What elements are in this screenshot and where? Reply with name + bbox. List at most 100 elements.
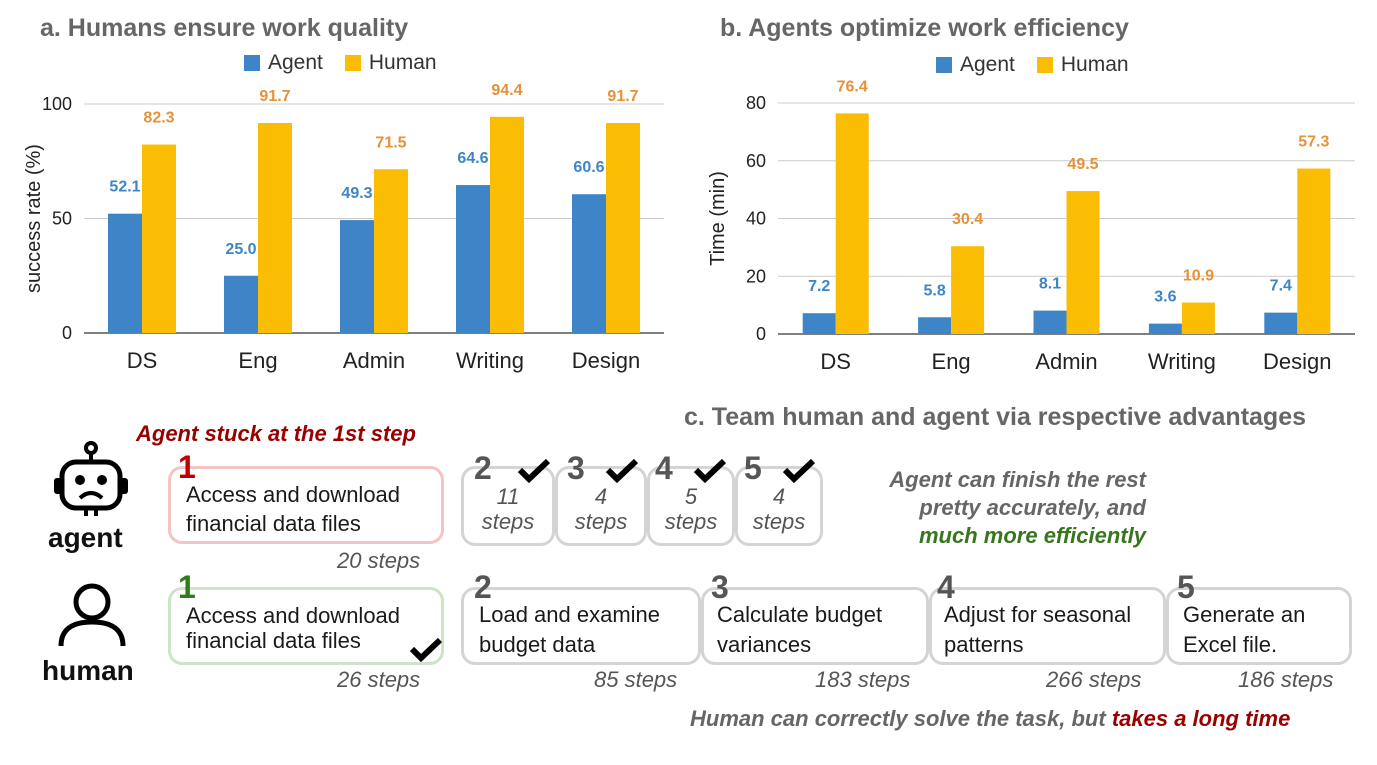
human-step3-number: 3 [711, 569, 729, 605]
legend-human-label: Human [1060, 53, 1129, 76]
x-tick-label: DS [127, 348, 158, 373]
agent-note-line3: much more efficiently [919, 523, 1146, 548]
x-tick-label: Writing [456, 348, 524, 373]
human-step3-card [701, 587, 929, 665]
human-bar [835, 113, 869, 334]
human-bar [1181, 302, 1215, 334]
x-tick-label: Eng [932, 349, 971, 374]
check-icon [409, 637, 443, 662]
agent-bar [572, 194, 606, 333]
human-note: Human can correctly solve the task, but … [690, 706, 1290, 732]
human-data-label: 94.4 [491, 82, 522, 99]
human-step4-line2: patterns [944, 632, 1024, 657]
y-tick-label: 40 [746, 209, 766, 229]
agent-step2-number: 2 [474, 450, 492, 486]
x-tick-label: Writing [1148, 349, 1216, 374]
chart-b-legend: Agent Human [936, 53, 1129, 77]
human-step5-number: 5 [1177, 569, 1195, 605]
agent-bar [1033, 310, 1067, 334]
human-data-label: 57.3 [1298, 134, 1329, 151]
legend-agent-swatch [244, 55, 260, 71]
y-axis-label: success rate (%) [23, 144, 45, 293]
human-step5-card [1166, 587, 1352, 665]
agent-bar [1148, 323, 1182, 334]
legend-human-swatch [344, 55, 361, 71]
agent-step1-line2: financial data files [186, 511, 361, 536]
legend-agent-label: Agent [960, 53, 1015, 76]
agent-step4-card [647, 466, 735, 546]
agent-data-label: 3.6 [1154, 289, 1176, 306]
agent-step3-number: 3 [567, 450, 585, 486]
human-bar [258, 123, 292, 333]
human-bar [1297, 168, 1331, 334]
human-step2-card [461, 587, 701, 665]
chart-a-title: a. Humans ensure work quality [40, 14, 409, 42]
check-icon [693, 458, 727, 483]
human-data-label: 49.5 [1067, 156, 1098, 173]
human-step3-steps: 183 steps [815, 667, 911, 692]
agent-data-label: 49.3 [341, 185, 372, 202]
human-bar [951, 246, 985, 334]
legend-agent-label: Agent [268, 51, 323, 74]
human-step2-steps: 85 steps [594, 667, 678, 692]
agent-step5-count: 4 [772, 484, 786, 509]
legend-human-swatch [1036, 57, 1053, 73]
robot-icon [54, 441, 128, 516]
agent-step1-number: 1 [178, 449, 196, 485]
human-label: human [42, 655, 134, 686]
agent-data-label: 7.2 [808, 278, 830, 295]
human-step4-number: 4 [937, 569, 955, 605]
human-step4-line1: Adjust for seasonal [944, 602, 1132, 627]
x-tick-label: Admin [1035, 349, 1097, 374]
human-step2-number: 2 [474, 569, 492, 605]
legend-agent-swatch [936, 57, 952, 73]
agent-bar [224, 275, 258, 333]
y-tick-label: 60 [746, 151, 766, 171]
human-data-label: 71.5 [375, 134, 406, 151]
human-data-label: 30.4 [952, 211, 983, 228]
x-tick-label: Design [1263, 349, 1331, 374]
human-bar [142, 144, 176, 333]
agent-step3-card [555, 466, 647, 546]
y-tick-label: 0 [756, 324, 766, 344]
agent-label: agent [48, 522, 123, 553]
human-step2-line1: Load and examine [479, 602, 661, 627]
y-tick-label: 20 [746, 266, 766, 286]
agent-data-label: 60.6 [573, 159, 604, 176]
human-data-label: 91.7 [259, 88, 290, 105]
panel-c-title: c. Team human and agent via respective a… [684, 403, 1306, 431]
human-step1-line1: Access and download [186, 603, 401, 628]
agent-bar [340, 220, 374, 333]
human-step1-line2: financial data files [186, 628, 361, 653]
x-tick-label: Eng [238, 348, 277, 373]
agent-bar [802, 313, 836, 334]
human-step5-line2: Excel file. [1183, 632, 1278, 657]
agent-bar [918, 317, 952, 334]
agent-data-label: 5.8 [923, 282, 945, 299]
check-icon [605, 458, 639, 483]
human-data-label: 82.3 [143, 110, 174, 127]
agent-step4-unit: steps [664, 509, 718, 534]
human-step1-card [168, 587, 444, 665]
agent-data-label: 7.4 [1270, 278, 1292, 295]
chart-b-title: b. Agents optimize work efficiency [720, 14, 1129, 42]
agent-step3-count: 4 [594, 484, 608, 509]
x-tick-label: Design [572, 348, 640, 373]
agent-data-label: 8.1 [1039, 276, 1061, 293]
agent-step1-line1: Access and download [186, 482, 401, 507]
human-bar [1066, 191, 1100, 334]
agent-step4-number: 4 [655, 450, 673, 486]
agent-step1-steps: 20 steps [337, 548, 421, 573]
human-step3-line2: variances [717, 632, 812, 657]
agent-note: Agent can finish the rest pretty accurat… [846, 466, 1146, 550]
agent-step5-card [735, 466, 823, 546]
human-data-label: 91.7 [607, 88, 638, 105]
x-tick-label: DS [820, 349, 851, 374]
agent-step2-count: 11 [496, 484, 520, 509]
human-bar [606, 123, 640, 333]
check-icon [782, 458, 816, 483]
human-step5-line1: Generate an [1183, 602, 1306, 627]
check-icon [517, 458, 551, 483]
y-axis-label: Time (min) [707, 171, 729, 266]
